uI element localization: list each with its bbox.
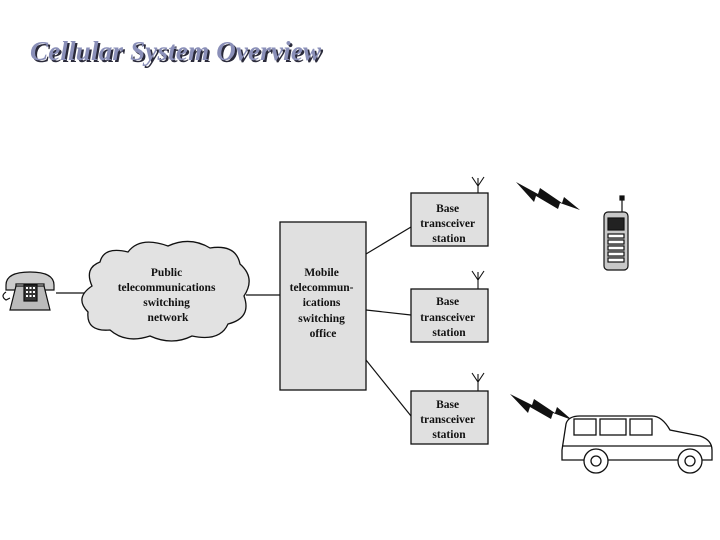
bts-label-1: Base transceiver station [420,203,478,245]
connection-lines [56,226,412,417]
bts-label-3: Base transceiver station [420,399,478,441]
mtso-to-bts2-line [365,309,412,316]
telephone-icon [2,271,55,311]
antenna-icon [471,176,485,193]
mtso-label-line: switching [298,313,345,325]
lightning-bolt-icon [510,394,572,420]
pstn-label-line: Public [151,267,182,279]
mtso-label-line: telecommun- [290,282,354,294]
bts-label-line: Base [436,296,459,308]
car-icon [561,415,713,474]
bts-box-2 [410,288,489,343]
bts-box-1 [410,192,489,247]
mtso-box [279,221,367,391]
bts-label-line: station [432,327,466,339]
bts-box-3 [410,390,489,445]
lightning-bolt-icon [516,182,580,210]
mtso-label: Mobile telecommun- ications switching of… [290,267,357,340]
mtso-label-line: Mobile [304,267,339,279]
bts-label-line: transceiver [420,218,475,230]
bts-label-line: Base [436,399,459,411]
antenna-icon [471,270,485,289]
mtso-to-bts1-line [365,226,412,255]
bts-label-line: transceiver [420,414,475,426]
cell-phone-icon [603,195,629,271]
mtso-label-line: office [310,328,337,340]
mtso-to-bts3-line [365,359,412,417]
slide-title: Cellular System Overview [30,36,322,66]
bts-label-line: station [432,233,466,245]
pstn-cloud [81,240,250,342]
bts-label-line: Base [436,203,459,215]
bts-label-line: transceiver [420,312,475,324]
bts-label-line: station [432,429,466,441]
antenna-icon [471,372,485,391]
pstn-label-line: network [148,312,189,324]
bts-label-2: Base transceiver station [420,296,478,339]
pstn-label-line: switching [143,297,190,309]
pstn-label: Public telecommunications switching netw… [118,267,219,324]
pstn-label-line: telecommunications [118,282,216,294]
mtso-label-line: ications [303,297,341,309]
